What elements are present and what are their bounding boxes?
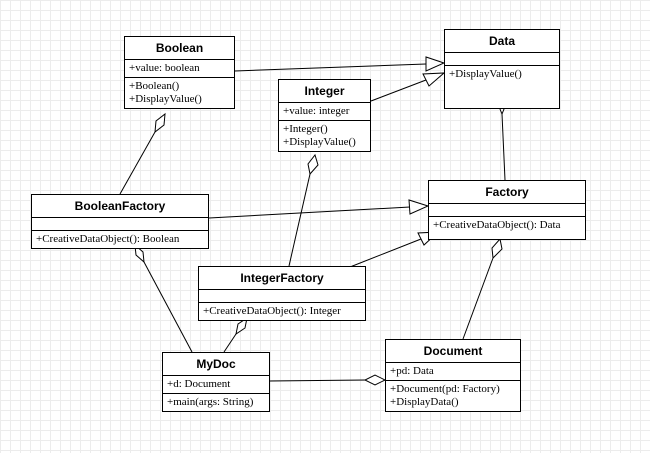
operations-section: +CreativeDataObject(): Boolean (32, 231, 208, 248)
attribute: +value: boolean (129, 62, 200, 74)
edge-mydoc-to-integerfactory (223, 333, 237, 353)
edge-integer-to-data (370, 79, 427, 102)
operations-section: +CreativeDataObject(): Integer (199, 303, 365, 320)
class-integer[interactable]: Integer +value: integer +Integer() +Disp… (278, 79, 371, 152)
operation: +Boolean() (129, 80, 180, 92)
attributes-section: +d: Document (163, 376, 269, 394)
generalization-arrowhead (422, 72, 446, 87)
aggregation-diamond (491, 237, 503, 260)
operation: +DisplayValue() (129, 93, 202, 105)
aggregation-diamond (363, 374, 387, 386)
attribute: +d: Document (167, 378, 231, 390)
class-name: BooleanFactory (32, 195, 208, 218)
attributes-section: +value: integer (279, 103, 370, 121)
operation: +main(args: String) (167, 396, 254, 408)
aggregation-diamond (134, 243, 145, 264)
attributes-section (199, 290, 365, 303)
class-booleanfactory[interactable]: BooleanFactory +CreativeDataObject(): Bo… (31, 194, 209, 249)
operations-section: +main(args: String) (163, 394, 269, 411)
aggregation-diamond (307, 153, 319, 176)
attributes-section (445, 53, 559, 66)
class-name: MyDoc (163, 353, 269, 376)
operations-section: +Integer() +DisplayValue() (279, 121, 370, 151)
class-document[interactable]: Document +pd: Data +Document(pd: Factory… (385, 339, 521, 412)
edge-boolean-to-data (234, 63, 427, 72)
operation: +CreativeDataObject(): Boolean (36, 233, 180, 245)
operation: +DisplayValue() (449, 68, 522, 80)
operations-section: +DisplayValue() (445, 66, 559, 108)
operation: +DisplayValue() (283, 136, 356, 148)
generalization-arrowhead (408, 199, 430, 215)
attribute: +value: integer (283, 105, 350, 117)
attribute: +pd: Data (390, 365, 434, 377)
attributes-section (429, 204, 585, 217)
operation: +CreativeDataObject(): Integer (203, 305, 341, 317)
aggregation-diamond (235, 316, 248, 336)
aggregation-diamond (154, 112, 166, 134)
attributes-section: +pd: Data (386, 363, 520, 381)
attributes-section (32, 218, 208, 231)
operations-section: +CreativeDataObject(): Data (429, 217, 585, 239)
edge-mydoc-to-document (269, 379, 366, 382)
class-name: Document (386, 340, 520, 363)
operation: +CreativeDataObject(): Data (433, 219, 561, 231)
edge-factory-to-data (501, 113, 506, 181)
class-factory[interactable]: Factory +CreativeDataObject(): Data (428, 180, 586, 240)
attributes-section: +value: boolean (125, 60, 234, 78)
class-name: IntegerFactory (199, 267, 365, 290)
edge-integerfactory-to-factory (349, 238, 422, 268)
class-name: Boolean (125, 37, 234, 60)
generalization-arrowhead (425, 56, 446, 72)
class-name: Data (445, 30, 559, 53)
operation: +Integer() (283, 123, 328, 135)
class-data[interactable]: Data +DisplayValue() (444, 29, 560, 109)
class-mydoc[interactable]: MyDoc +d: Document +main(args: String) (162, 352, 270, 412)
operation: +Document(pd: Factory) (390, 383, 500, 395)
operations-section: +Document(pd: Factory) +DisplayData() (386, 381, 520, 411)
edge-mydoc-to-booleanfactory (143, 261, 193, 353)
class-name: Integer (279, 80, 370, 103)
operations-section: +Boolean() +DisplayValue() (125, 78, 234, 108)
class-boolean[interactable]: Boolean +value: boolean +Boolean() +Disp… (124, 36, 235, 109)
edge-booleanfactory-to-boolean (119, 131, 156, 195)
edge-booleanfactory-to-factory (208, 206, 411, 219)
edge-document-to-factory (462, 257, 494, 340)
operation: +DisplayData() (390, 396, 459, 408)
edge-integerfactory-to-integer (288, 173, 311, 267)
class-name: Factory (429, 181, 585, 204)
class-integerfactory[interactable]: IntegerFactory +CreativeDataObject(): In… (198, 266, 366, 321)
